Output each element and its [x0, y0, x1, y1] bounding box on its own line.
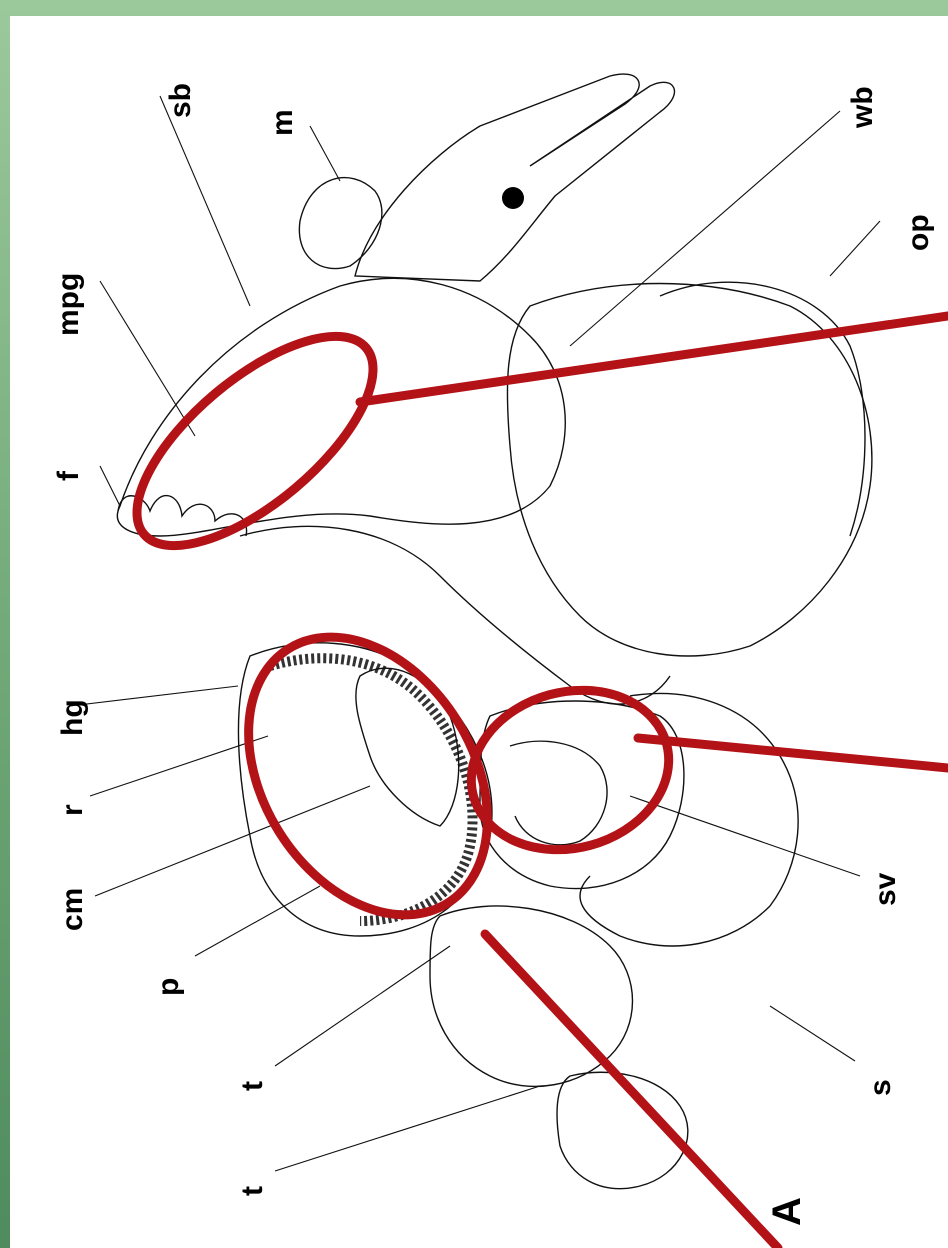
label-wb: wb — [846, 86, 879, 129]
mouth-lobe — [299, 178, 382, 269]
leader-p — [195, 886, 320, 956]
visceral-coil — [238, 643, 798, 1189]
leader-t1 — [275, 946, 450, 1066]
label-s: s — [864, 1079, 897, 1096]
columellar-muscle — [356, 668, 459, 826]
coil-outer — [238, 643, 491, 936]
diagram-frame: m wb op sb mpg f hg r cm p t t sv s A — [10, 16, 948, 1248]
label-t2: t — [236, 1186, 269, 1196]
leader-r — [90, 736, 268, 796]
highlight-ellipse-coil — [199, 593, 536, 959]
leader-op — [830, 221, 880, 276]
seminal-vesicle — [480, 701, 684, 889]
highlight-ellipse-foot — [104, 300, 406, 581]
label-sb: sb — [164, 83, 197, 118]
highlight-pointer-coil — [485, 934, 778, 1248]
label-sv: sv — [869, 872, 902, 906]
label-hg: hg — [56, 699, 89, 736]
leader-mpg — [100, 281, 195, 436]
panel-label: A — [765, 1197, 809, 1226]
label-t1: t — [236, 1081, 269, 1091]
leader-sv — [630, 796, 860, 876]
highlight-annotations — [104, 300, 948, 1248]
leader-cm — [95, 786, 370, 896]
leader-m — [310, 126, 340, 181]
op-rim — [660, 282, 865, 536]
head-shape — [355, 74, 674, 281]
label-cm: cm — [56, 888, 89, 931]
leader-f — [100, 466, 120, 506]
foot-shape — [117, 278, 565, 536]
sv-coil — [510, 741, 607, 845]
leader-t2 — [275, 1086, 540, 1171]
stomach — [580, 694, 798, 947]
label-m: m — [266, 109, 299, 136]
leader-s — [770, 1006, 855, 1061]
body-fold — [240, 526, 670, 704]
label-f: f — [52, 470, 85, 481]
highlight-pointer-sv — [638, 738, 948, 768]
eye — [502, 187, 524, 209]
label-op: op — [902, 214, 935, 251]
leader-lines — [70, 96, 880, 1171]
label-r: r — [56, 804, 89, 816]
label-mpg: mpg — [52, 273, 85, 336]
leader-sb — [160, 96, 250, 306]
head-region — [299, 74, 674, 281]
snail-anatomy-diagram: m wb op sb mpg f hg r cm p t t sv s A — [10, 16, 948, 1248]
leader-hg — [70, 686, 238, 706]
label-p: p — [152, 978, 185, 996]
foot-region — [117, 278, 565, 536]
labels: m wb op sb mpg f hg r cm p t t sv s A — [52, 83, 935, 1226]
